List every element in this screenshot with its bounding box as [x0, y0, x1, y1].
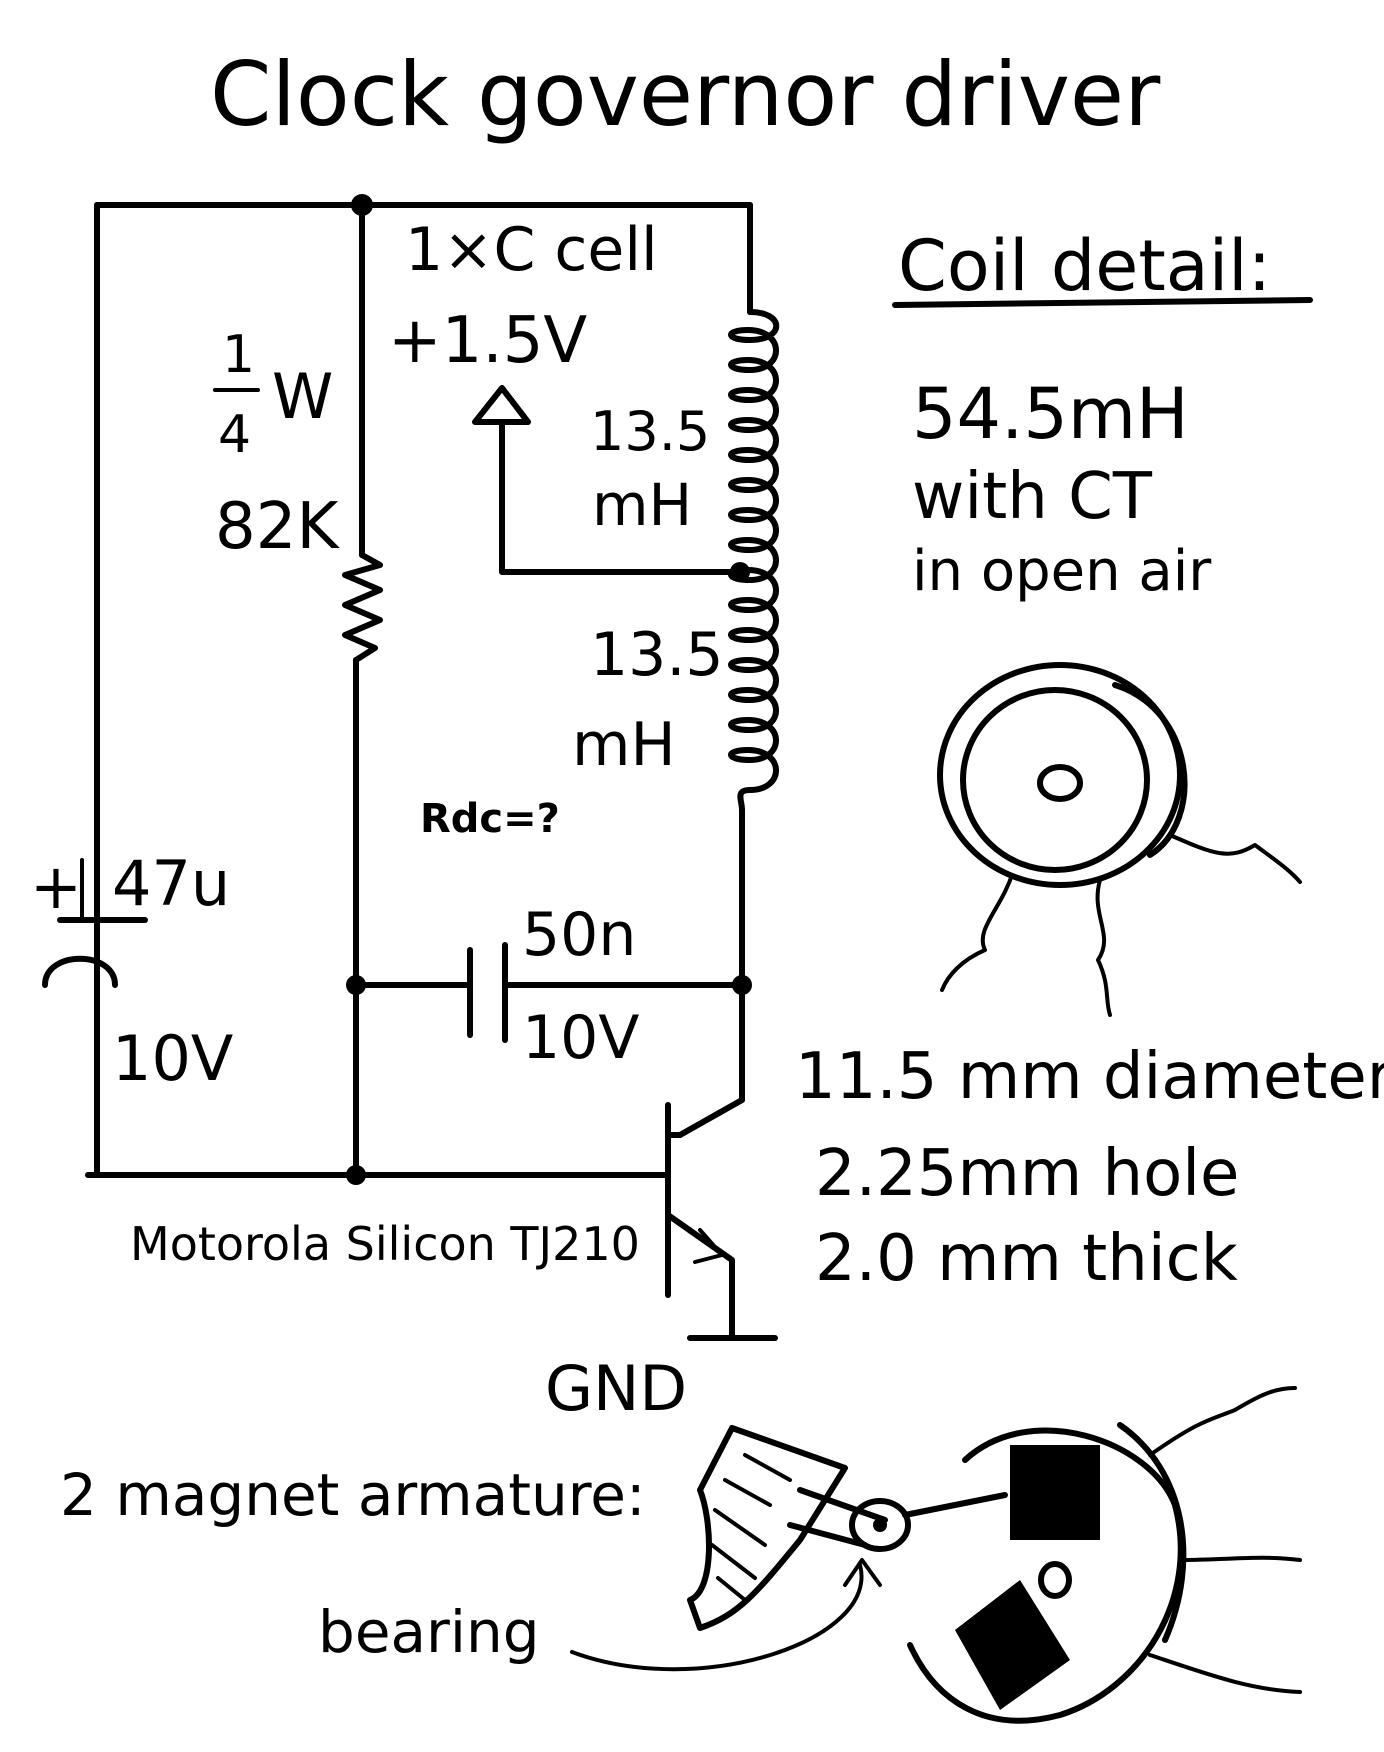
coil-drawing [937, 662, 1302, 1017]
coil-detail-ct: with CT [912, 460, 1153, 534]
resistor-symbol [342, 552, 383, 663]
capacitor-value: 50n [522, 900, 636, 970]
junction-dots [346, 194, 752, 1185]
coil-thickness: 2.0 mm thick [815, 1222, 1238, 1296]
coil-detail-inductance: 54.5mH [912, 373, 1189, 455]
bearing-label: bearing [318, 1598, 540, 1666]
electrolytic-polarity: + [30, 850, 82, 923]
coil-hole: 2.25mm hole [815, 1137, 1239, 1211]
inductor-coil-symbol [728, 309, 780, 813]
battery-arrow-symbol [472, 385, 531, 425]
coil-detail-air: in open air [912, 539, 1212, 604]
rdc-label: Rdc=? [420, 796, 560, 842]
coil-detail-heading: Coil detail: [898, 225, 1271, 307]
electrolytic-voltage: 10V [112, 1022, 233, 1095]
upper-coil-unit: mH [592, 471, 692, 539]
electrolytic-capacitor-symbol [42, 917, 148, 988]
circuit-wires [85, 202, 753, 1338]
bearing-arrow [570, 1558, 882, 1672]
armature-drawing [687, 1386, 1302, 1724]
resistor-power-denominator: 4 [218, 405, 251, 465]
heading-underline [892, 297, 1313, 308]
lower-coil-value: 13.5 [590, 620, 724, 690]
ground-label: GND [545, 1352, 687, 1425]
battery-label-line2: +1.5V [388, 304, 587, 378]
electrolytic-value: 47u [112, 847, 230, 920]
resistor-power-numerator: 1 [222, 325, 255, 385]
upper-coil-value: 13.5 [590, 400, 710, 463]
armature-label: 2 magnet armature: [60, 1461, 646, 1529]
resistor-value: 82K [215, 490, 340, 564]
transistor-symbol [665, 1102, 724, 1298]
magnet-upper [1010, 1445, 1100, 1540]
capacitor-voltage: 10V [522, 1003, 639, 1073]
coil-diameter: 11.5 mm diameter [795, 1040, 1384, 1114]
resistor-power-unit: W [272, 360, 333, 433]
magnet-lower [955, 1580, 1070, 1710]
capacitor-symbol [467, 942, 508, 1043]
transistor-label: Motorola Silicon TJ210 [130, 1217, 640, 1271]
lower-coil-unit: mH [572, 710, 676, 780]
diagram-title: Clock governor driver [210, 43, 1161, 146]
battery-label-line1: 1×C cell [405, 215, 658, 285]
